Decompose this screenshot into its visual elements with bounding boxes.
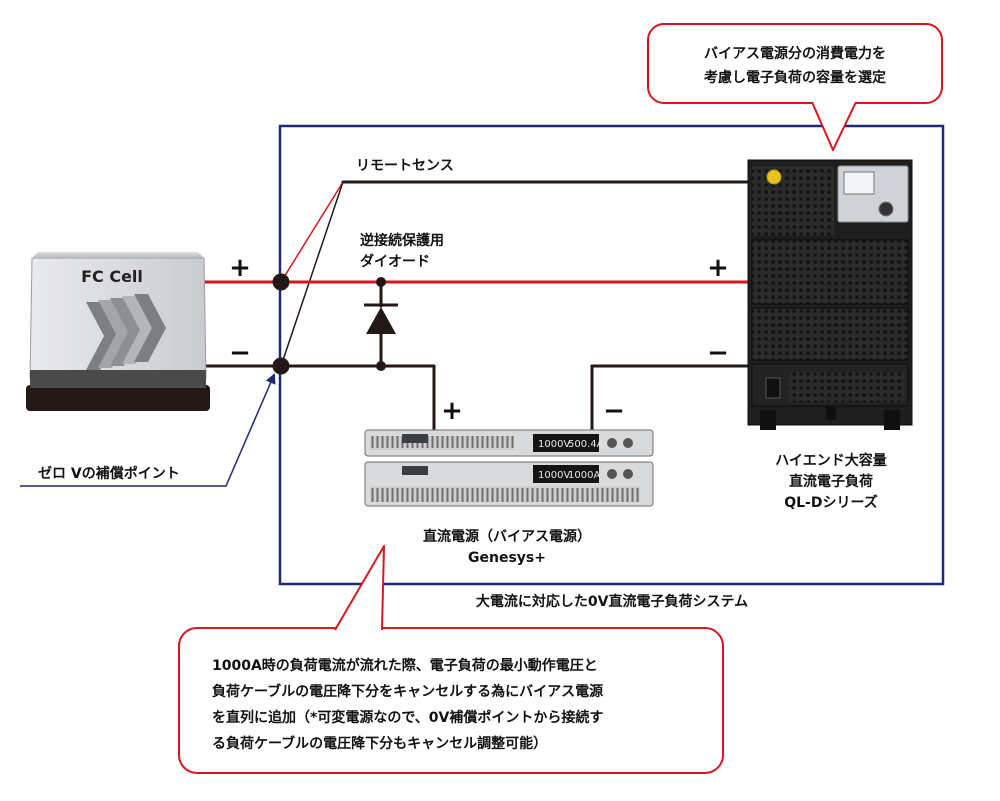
bottom-callout-line3: を直列に追加（*可変電源なので、0V補償ポイントから接続す xyxy=(212,709,603,726)
system-frame xyxy=(278,124,945,586)
junction-diode-top xyxy=(376,277,386,287)
load-label-line2: 直流電子負荷 xyxy=(789,473,873,490)
bottom-callout-line1: 1000A時の負荷電流が流れた際、電子負荷の最小動作電圧と xyxy=(212,657,598,674)
remote-sense-label: リモートセンス xyxy=(356,158,454,174)
load-label-line1: ハイエンド大容量 xyxy=(775,452,887,469)
ps-bottom-current: 1000A xyxy=(568,470,600,481)
ps-top-current: 500.4A xyxy=(568,439,604,450)
diode-label-line1: 逆接続保護用 xyxy=(360,232,444,249)
load-display-panel xyxy=(843,171,875,195)
load-plus-sign: + xyxy=(707,253,729,283)
ps-label-line1: 直流電源（バイアス電源） xyxy=(423,528,591,545)
diode-label-line2: ダイオード xyxy=(360,253,430,270)
junctions xyxy=(272,273,386,375)
fc-cell-name: FC Cell xyxy=(81,267,143,286)
zero-v-point-label: ゼロ Vの補償ポイント xyxy=(38,465,180,482)
dc-power-supply: 1000V 500.4A 1000V 1000A xyxy=(364,429,654,507)
wiring xyxy=(203,180,767,432)
sense-negative-link xyxy=(280,181,344,367)
bottom-callout-line4: る負荷ケーブルの電圧降下分もキャンセル調整可能） xyxy=(212,735,547,752)
bottom-callout-line2: 負荷ケーブルの電圧降下分をキャンセルする為にバイアス電源 xyxy=(212,683,603,700)
top-callout-line1: バイアス電源分の消費電力を xyxy=(704,45,886,62)
load-knob-icon xyxy=(878,201,894,217)
fc-minus-sign: − xyxy=(229,338,251,368)
ps-bottom-voltage: 1000V xyxy=(538,470,570,481)
ps-bottom-display xyxy=(533,465,599,483)
load-minus-sign: − xyxy=(707,338,729,368)
junction-negative xyxy=(272,357,290,375)
system-name-label: 大電流に対応した0V直流電子負荷システム xyxy=(476,593,748,610)
ps-label-line2: Genesys+ xyxy=(468,550,546,566)
fc-fins-icon xyxy=(86,294,166,370)
protection-diode-icon xyxy=(364,303,398,334)
junction-diode-bottom xyxy=(376,361,386,371)
ps-top-voltage: 1000V xyxy=(538,439,570,450)
load-label-line3: QL-Dシリーズ xyxy=(784,494,878,511)
electronic-load xyxy=(747,159,913,430)
fc-cell: FC Cell xyxy=(26,252,210,411)
junction-positive xyxy=(272,273,290,291)
zero-v-pointer xyxy=(212,373,276,487)
ps-minus-sign: − xyxy=(603,396,625,426)
sense-positive-link xyxy=(280,181,344,283)
top-callout: バイアス電源分の消費電力を 考慮し電子負荷の容量を選定 xyxy=(647,23,943,151)
bottom-callout: 1000A時の負荷電流が流れた際、電子負荷の最小動作電圧と 負荷ケーブルの電圧降… xyxy=(178,545,724,774)
fc-plus-sign: + xyxy=(229,253,251,283)
top-callout-line2: 考慮し電子負荷の容量を選定 xyxy=(704,69,886,86)
ps-plus-sign: + xyxy=(441,396,463,426)
emergency-stop-icon xyxy=(766,169,782,185)
ps-top-display xyxy=(533,434,599,452)
